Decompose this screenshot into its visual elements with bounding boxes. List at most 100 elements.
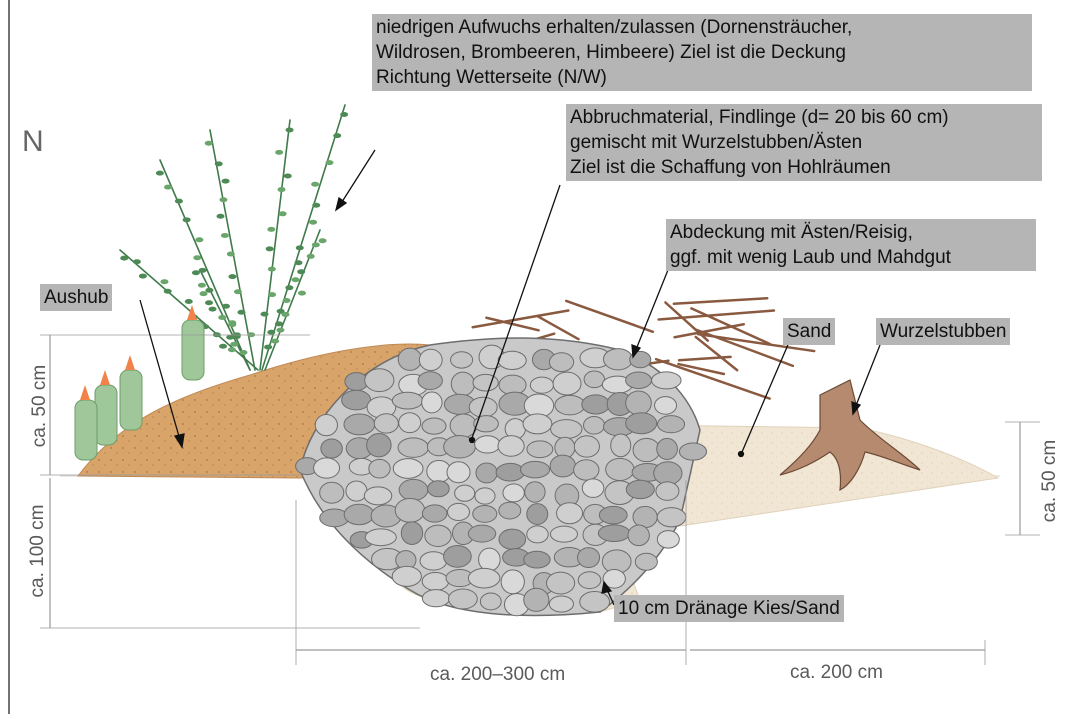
- stone: [399, 479, 428, 500]
- stone: [628, 525, 649, 546]
- stone: [428, 481, 450, 497]
- leaf: [266, 246, 274, 251]
- leaf: [271, 339, 279, 344]
- shrub-leaves: [120, 112, 348, 355]
- stone: [447, 462, 470, 483]
- leaf: [192, 270, 200, 275]
- leaf: [221, 233, 229, 238]
- stone: [314, 458, 340, 478]
- stone: [657, 508, 686, 527]
- stone: [369, 459, 390, 478]
- stone: [346, 481, 367, 501]
- label-sand: Sand: [783, 318, 835, 345]
- leaf: [205, 141, 213, 146]
- shrub-stem: [200, 270, 250, 370]
- stone: [422, 418, 446, 434]
- leaf: [164, 185, 172, 190]
- stone: [626, 391, 652, 415]
- dim-width-pile: ca. 200–300 cm: [430, 664, 565, 686]
- leaf: [319, 238, 327, 243]
- leaf: [333, 133, 341, 138]
- stone: [420, 552, 447, 570]
- leaf: [282, 312, 290, 317]
- stone: [549, 353, 573, 372]
- stone: [626, 413, 657, 434]
- leaf: [164, 289, 172, 294]
- stone: [364, 487, 391, 505]
- label-cover: Abdeckung mit Ästen/Reisig, ggf. mit wen…: [666, 219, 1036, 271]
- stone: [344, 414, 375, 435]
- stone: [530, 377, 553, 393]
- leaf: [312, 242, 320, 247]
- shrub-stem: [265, 230, 320, 370]
- label-stump: Wurzelstubben: [876, 318, 1010, 345]
- stone: [656, 482, 679, 500]
- flower: [100, 370, 110, 385]
- stone: [582, 479, 604, 498]
- stone: [574, 436, 599, 457]
- stone: [606, 458, 634, 480]
- leaf: [226, 335, 234, 340]
- leaf: [195, 237, 203, 242]
- leaf: [199, 268, 207, 273]
- plant-leafy: [182, 320, 204, 380]
- stone: [523, 414, 552, 434]
- leaf: [216, 214, 224, 219]
- stone: [473, 374, 498, 391]
- plant-leafy: [95, 385, 117, 445]
- leaf: [264, 345, 272, 350]
- stone: [550, 526, 577, 542]
- label-vegetation: niedrigen Aufwuchs erhalten/zulassen (Do…: [372, 14, 1032, 91]
- stone: [527, 441, 553, 458]
- leaf: [284, 173, 292, 178]
- stone: [398, 348, 421, 370]
- stone: [425, 525, 451, 546]
- stone: [582, 395, 610, 414]
- leaf: [139, 274, 147, 279]
- stone: [499, 529, 526, 549]
- leaf: [218, 315, 226, 320]
- leaf: [228, 347, 236, 352]
- stone: [419, 349, 442, 370]
- leaf: [200, 291, 208, 296]
- leaf: [239, 350, 247, 355]
- leaf: [230, 342, 238, 347]
- leaf: [261, 312, 269, 317]
- leaf: [298, 291, 306, 296]
- leaf: [237, 310, 245, 315]
- stone: [422, 392, 442, 413]
- flower: [125, 355, 135, 370]
- stone: [499, 502, 521, 519]
- leaf: [222, 304, 230, 309]
- north-indicator: N: [22, 125, 44, 159]
- plant-leafy: [120, 370, 142, 430]
- stone: [475, 436, 501, 453]
- leaf: [309, 220, 317, 225]
- stone: [468, 568, 500, 588]
- stone: [652, 372, 681, 389]
- stone: [655, 397, 677, 415]
- stone: [399, 413, 421, 433]
- leaf: [292, 277, 300, 282]
- stone: [557, 503, 583, 524]
- stone: [501, 570, 524, 594]
- leaf: [268, 267, 276, 272]
- stone: [498, 351, 526, 369]
- stone: [320, 482, 344, 503]
- stone: [574, 460, 599, 480]
- stone: [448, 589, 477, 609]
- leaf: [133, 259, 141, 264]
- stone: [473, 505, 497, 522]
- leaf: [228, 274, 236, 279]
- leaf: [285, 285, 293, 290]
- label-aushub: Aushub: [40, 284, 112, 311]
- leaf: [312, 203, 320, 208]
- stone: [657, 438, 678, 459]
- leaf: [294, 260, 302, 265]
- leaf: [307, 254, 315, 259]
- leaf: [193, 255, 201, 260]
- stone: [475, 488, 495, 504]
- leaf: [276, 328, 284, 333]
- stone: [551, 420, 582, 439]
- label-rubble: Abbruchmaterial, Findlinge (d= 20 bis 60…: [566, 104, 1042, 181]
